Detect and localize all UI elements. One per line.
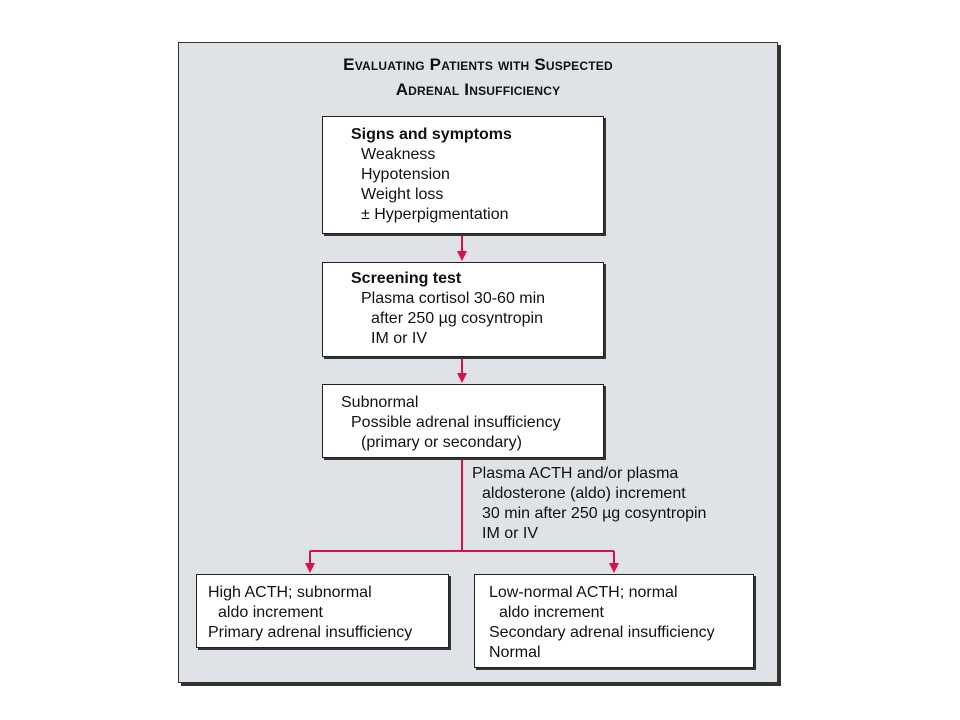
outcome-line: Primary adrenal insufficiency (208, 624, 413, 641)
outcome-line: High ACTH; subnormal (208, 584, 372, 601)
signs-symptoms-box: Signs and symptoms Weakness Hypotension … (322, 116, 604, 234)
branch-line: Plasma ACTH and/or plasma (472, 465, 679, 482)
branch-line: aldosterone (aldo) increment (482, 485, 686, 502)
sign-item: Weakness (361, 146, 436, 163)
subnormal-box: Subnormal Possible adrenal insufficiency… (322, 384, 604, 458)
title-line-1: Evaluating Patients with Suspected (343, 55, 613, 74)
branch-line: IM or IV (482, 525, 539, 542)
title-line-2: Adrenal Insufficiency (395, 80, 561, 99)
sign-item: Hypotension (361, 166, 450, 183)
screening-line: IM or IV (371, 330, 428, 347)
screening-line: Plasma cortisol 30-60 min (361, 290, 546, 307)
screening-line: after 250 µg cosyntropin (371, 310, 543, 327)
subnormal-line: (primary or secondary) (361, 434, 522, 451)
sign-item: Weight loss (361, 186, 444, 203)
sign-item: ± Hyperpigmentation (361, 206, 509, 223)
outcome-line: Secondary adrenal insufficiency (489, 624, 715, 641)
screening-heading: Screening test (351, 270, 462, 287)
branch-line: 30 min after 250 µg cosyntropin (482, 505, 707, 522)
subnormal-line: Possible adrenal insufficiency (351, 414, 561, 431)
outcome-line: Normal (489, 644, 541, 661)
branch-label: Plasma ACTH and/or plasma aldosterone (a… (472, 464, 706, 544)
outcome-line: aldo increment (499, 604, 604, 621)
secondary-outcome-box: Low-normal ACTH; normal aldo increment S… (474, 574, 754, 668)
subnormal-line: Subnormal (341, 394, 419, 411)
primary-outcome-box: High ACTH; subnormal aldo increment Prim… (196, 574, 449, 648)
signs-heading: Signs and symptoms (351, 126, 512, 143)
outcome-line: aldo increment (218, 604, 323, 621)
outcome-line: Low-normal ACTH; normal (489, 584, 678, 601)
screening-test-box: Screening test Plasma cortisol 30-60 min… (322, 262, 604, 357)
